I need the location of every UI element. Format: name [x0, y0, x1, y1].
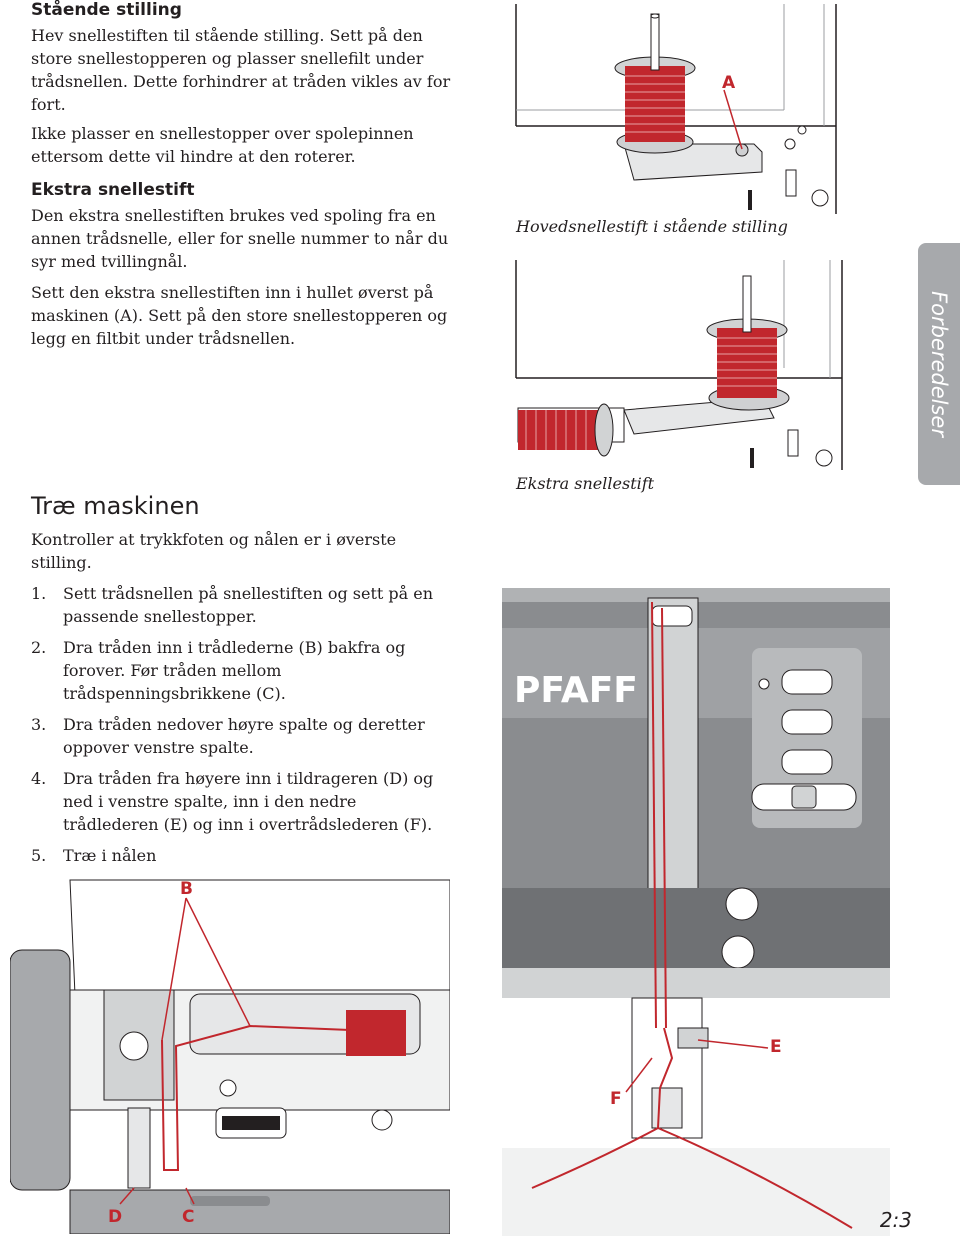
heading-extra-pin: Ekstra snellestift — [31, 180, 195, 200]
page-number: 2:3 — [879, 1208, 912, 1232]
buttons-column — [751, 669, 857, 811]
figure-extra-spool-pin — [515, 260, 843, 470]
step-number: 2. — [31, 638, 47, 657]
start-stop-button[interactable] — [725, 887, 759, 921]
threading-section: Træ maskinen Kontroller at trykkfoten og… — [31, 492, 451, 875]
label-f: F — [610, 1089, 622, 1109]
figure-front-view: PFAFF E F — [502, 588, 890, 1236]
brand-logo: PFAFF — [514, 670, 638, 711]
threading-intro: Kontroller at trykkfoten og nålen er i ø… — [31, 530, 397, 572]
step-text: Dra tråden fra høyere inn i tildrageren … — [63, 769, 434, 834]
figure-main-spool-pin: A — [515, 4, 837, 214]
reverse-button[interactable] — [721, 935, 755, 969]
heading-upright: Stående stilling — [31, 0, 182, 20]
speed-slider-handle[interactable] — [791, 785, 817, 809]
step-text: Dra tråden nedover høyre spalte og deret… — [63, 715, 425, 757]
upright-paragraph-1: Hev snellestiften til stående stilling. … — [31, 26, 451, 114]
step-item: 4. Dra tråden fra høyere inn i tildrager… — [31, 767, 451, 836]
step-number: 3. — [31, 715, 47, 734]
extra-pin-paragraph-2: Sett den ekstra snellestiften inn i hull… — [31, 283, 448, 348]
section-tab-label: Forberedelser — [927, 291, 951, 437]
step-item: 3. Dra tråden nedover høyre spalte og de… — [31, 713, 451, 759]
tie-off-button[interactable] — [781, 709, 833, 735]
section-tab: Forberedelser — [918, 243, 960, 485]
step-number: 1. — [31, 584, 47, 603]
extra-pin-paragraph-1: Den ekstra snellestiften brukes ved spol… — [31, 206, 449, 271]
step-item: 2. Dra tråden inn i trådlederne (B) bakf… — [31, 636, 451, 705]
extra-pin-section: Ekstra snellestift Den ekstra snellestif… — [31, 180, 451, 350]
step-item: 5. Træ i nålen — [31, 844, 451, 867]
figure-top-view: B D C — [10, 879, 450, 1234]
needle-up-down-button[interactable] — [781, 669, 833, 695]
label-b: B — [180, 879, 193, 899]
caption-extra-pin: Ekstra snellestift — [516, 474, 655, 493]
upright-paragraph-2: Ikke plasser en snellestopper over spole… — [31, 124, 414, 166]
label-d: D — [108, 1207, 122, 1227]
upright-section: Stående stilling Hev snellestiften til s… — [31, 0, 451, 168]
heading-threading: Træ maskinen — [31, 492, 200, 520]
caption-main-pin: Hovedsnellestift i stående stilling — [516, 217, 788, 236]
step-text: Træ i nålen — [63, 846, 157, 865]
step-text: Sett trådsnellen på snellestiften og set… — [63, 584, 434, 626]
step-text: Dra tråden inn i trådlederne (B) bakfra … — [63, 638, 406, 703]
step-number: 5. — [31, 846, 47, 865]
label-a: A — [722, 73, 736, 93]
thread-cutter-button[interactable] — [781, 749, 833, 775]
step-number: 4. — [31, 769, 47, 788]
label-c: C — [182, 1207, 194, 1227]
label-e: E — [770, 1037, 782, 1057]
step-item: 1. Sett trådsnellen på snellestiften og … — [31, 582, 451, 628]
